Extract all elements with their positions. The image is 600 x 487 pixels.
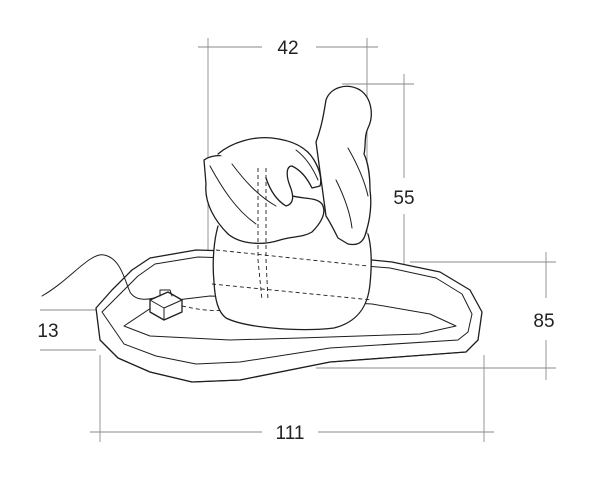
child-with-swan-figure: [203, 85, 372, 301]
power-cable: [41, 254, 161, 300]
pump-hose: [181, 259, 266, 312]
overall-height-label: 85: [533, 311, 554, 332]
figure-width-label: 42: [277, 38, 298, 59]
pump-icon: [149, 289, 183, 321]
pump-assembly: [41, 254, 266, 321]
rock-pedestal: [211, 225, 373, 331]
swan-neck: [217, 136, 322, 207]
pedestal-body: [212, 225, 372, 331]
dimension-lines: [40, 38, 556, 442]
basin-water-edge: [123, 295, 457, 341]
basin-depth-label: 13: [37, 321, 58, 342]
internal-water-pipe: [257, 168, 269, 301]
overall-width-label: 111: [276, 423, 305, 444]
dimension-labels: 42 55 85 13 111: [37, 38, 554, 444]
basin-inner-rim: [101, 256, 473, 365]
basin-front-wall: [99, 339, 467, 383]
figure-height-label: 55: [393, 188, 414, 209]
child-figure: [315, 85, 372, 246]
